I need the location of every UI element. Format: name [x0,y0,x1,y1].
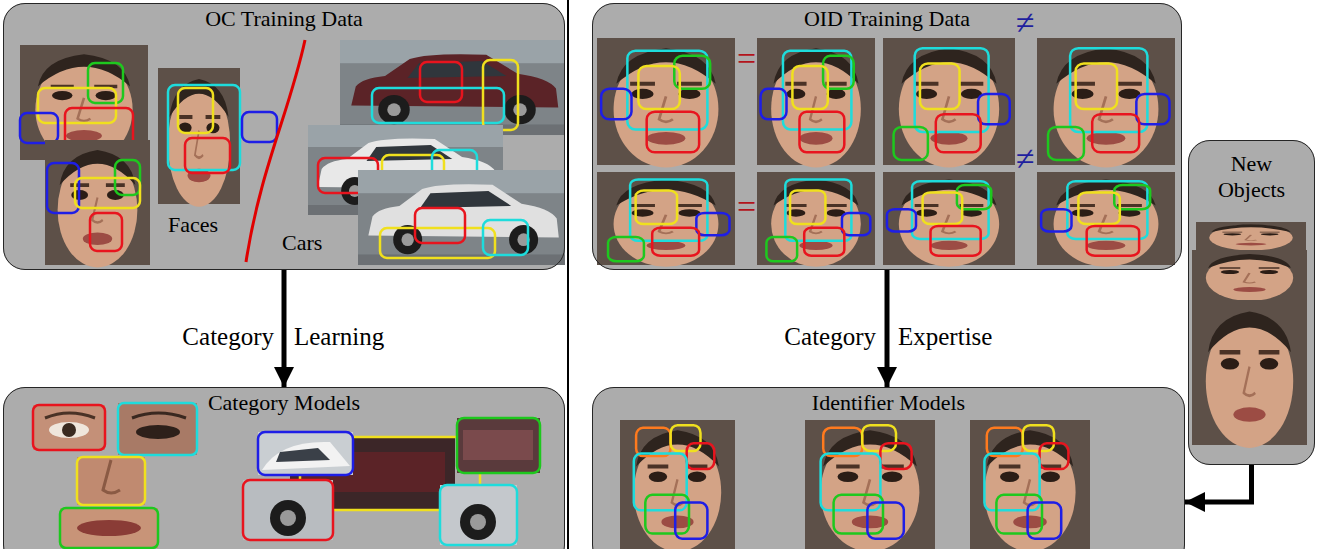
face-photo [45,140,150,268]
face-photo [597,172,735,267]
group-label: Cars [282,230,322,256]
training-data-panel: OID Training Data [592,3,1182,270]
car-photo [340,40,565,135]
same-symbol: = [737,40,756,78]
flow-arrow [1185,465,1252,502]
group-label: Faces [168,212,218,238]
divider-line [567,0,569,549]
face-part-model [77,457,145,505]
panel-title: OID Training Data [804,6,970,32]
face-photo [883,38,1015,168]
face-part-model [118,403,197,455]
face-photo [158,68,277,207]
panel-title: Identifier Models [812,390,965,416]
arrow-label: Category [182,322,274,351]
different-symbol: ≠ [1016,140,1035,178]
new-face-photo [1192,300,1307,448]
face-part-model [33,405,105,450]
arrow-label: Expertise [898,322,992,351]
same-symbol: = [737,188,756,226]
new-face-photo [1196,222,1306,251]
different-symbol: ≠ [1016,4,1035,42]
panel-fill [3,3,565,270]
identifier-model [620,420,735,549]
panel-fill [592,387,1185,549]
model-panel: Identifier Models [592,387,1185,549]
flow-arrow [282,270,287,387]
face-photo [597,38,735,168]
face-photo [883,172,1015,267]
training-data-panel: OC Training Data [3,3,565,270]
panel-title: OC Training Data [205,6,363,32]
panel-title: New Objects [1207,151,1297,203]
arrow-label: Category [784,322,876,351]
face-photo [1037,38,1175,168]
separator-curve [246,40,305,262]
car-photo [358,170,565,265]
identifier-model [970,420,1090,549]
panel-fill [592,3,1182,270]
identifier-model [805,420,935,549]
face-photo [1037,172,1175,267]
flow-arrow [885,270,890,387]
arrow-label: Learning [294,322,384,351]
face-photo [757,172,875,267]
panel-fill [3,387,565,549]
panel-fills [3,3,1315,549]
new-objects-panel: New Objects [1188,140,1315,465]
car-part-model [243,418,540,545]
face-photo [757,38,875,168]
panel-title: Category Models [208,390,360,416]
new-face-photo [1192,250,1307,301]
panel-fill [1188,140,1315,465]
face-part-model [60,508,158,548]
model-panel: Category Models [3,387,565,549]
